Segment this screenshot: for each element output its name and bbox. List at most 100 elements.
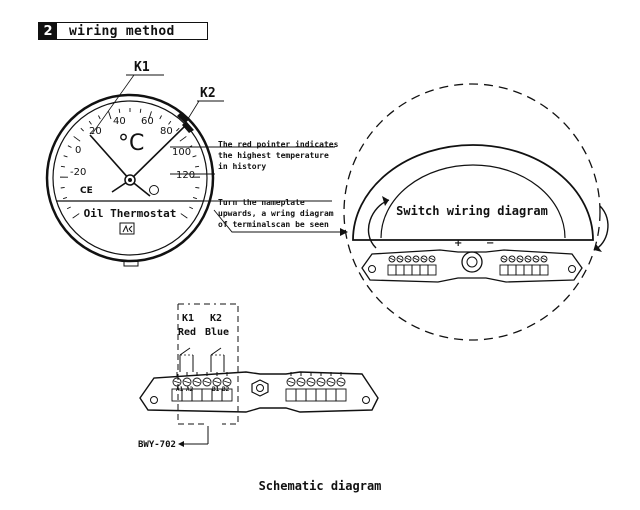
high-zone-mark	[182, 121, 194, 133]
schem-terminal-screw	[222, 377, 232, 387]
zoom-terminal-screw-slot	[421, 257, 427, 261]
zoom-terminal-screw-slot	[517, 257, 523, 261]
schem-terminal-screw	[296, 377, 306, 387]
zoom-terminal-screw	[540, 255, 548, 263]
schem-terminal-screw	[192, 377, 202, 387]
zoom-terminal-screw	[532, 255, 540, 263]
gauge-tick	[194, 165, 200, 168]
gauge-tick	[66, 206, 71, 210]
gauge-tick	[60, 165, 66, 168]
zoom-terminal-screw-slot	[501, 257, 507, 261]
schem-terminal-screw-slot	[287, 380, 295, 384]
gauge-tick	[63, 155, 68, 158]
schem-terminal-screw-slot	[297, 380, 305, 384]
gauge-tick	[98, 115, 101, 120]
schem-terminal-screw	[182, 377, 192, 387]
terminal-label-b1: B1	[212, 386, 220, 393]
gauge-tick	[189, 206, 194, 210]
zoom-terminal-screw	[396, 255, 404, 263]
minus-sign: −	[486, 238, 494, 249]
schem-terminal-cell	[221, 388, 233, 402]
gauge-scale-ticks	[59, 108, 201, 219]
zoom-terminal-screw	[500, 255, 508, 263]
schem-terminal-screw-slot	[337, 380, 345, 384]
section-title: wiring method	[69, 23, 175, 39]
unit-label: °C	[118, 131, 144, 156]
zoom-terminal-screw-slot	[541, 257, 547, 261]
zoom-terminal-screw	[388, 255, 396, 263]
terminal-plate	[361, 249, 583, 283]
gauge-tick	[192, 155, 197, 158]
k2-contact	[210, 347, 225, 372]
schem-terminal-screw	[172, 377, 182, 387]
hex-bolt-inner	[256, 384, 264, 392]
k1-color-label: Red	[178, 327, 196, 338]
gauge-tick	[180, 213, 188, 219]
schem-terminal-screw-slot	[213, 380, 221, 384]
zoom-terminal-screw-slot	[533, 257, 539, 261]
schem-terminal-cell	[285, 388, 297, 402]
gauge-name: Oil Thermostat	[84, 207, 177, 220]
schem-terminal-screw-slot	[193, 380, 201, 384]
hex-bolt	[251, 379, 269, 397]
k1-contact	[179, 347, 194, 372]
k2-color-label: Blue	[205, 327, 229, 338]
zoom-terminal-blocks	[387, 255, 549, 276]
schem-terminal-cell	[305, 388, 317, 402]
schem-terminal-screw-slot	[223, 380, 231, 384]
scale-label: 0	[75, 145, 81, 156]
center-bolt-inner	[466, 256, 478, 268]
gauge-tick	[139, 108, 142, 113]
zoom-terminal-cell	[419, 264, 429, 276]
schematic-caption: Schematic diagram	[259, 479, 382, 493]
scale-label: 20	[89, 126, 102, 137]
schem-terminal-screw	[212, 377, 222, 387]
schem-terminal-screw	[336, 377, 346, 387]
zoom-terminal-screw-slot	[525, 257, 531, 261]
pointer-hub-center	[128, 178, 132, 182]
zoom-terminal-cell	[403, 264, 413, 276]
schem-terminal-screw	[326, 377, 336, 387]
zoom-terminal-cell	[395, 264, 405, 276]
zoom-terminal-screw-slot	[397, 257, 403, 261]
scale-label: 60	[141, 116, 154, 127]
red-pointer-annotation: The red pointer indicates the highest te…	[170, 139, 339, 175]
schem-terminal-screw	[306, 377, 316, 387]
mount-hole	[568, 265, 576, 273]
schem-terminal-cell	[191, 388, 203, 402]
zoom-terminal-cell	[531, 264, 541, 276]
gauge-tick	[176, 127, 180, 132]
k2-pointer	[129, 125, 186, 181]
thermostat-gauge: -20 0 20 40 60 80 100 120 °C CE Oil Ther…	[45, 60, 224, 267]
zoom-terminal-screw-slot	[413, 257, 419, 261]
zoom-terminal-cell	[427, 264, 437, 276]
schematic-dashed-box	[177, 303, 239, 425]
scale-label: -20	[70, 167, 86, 178]
zoom-terminal-cell	[387, 264, 397, 276]
annotation-text: of terminalscan be seen	[218, 219, 329, 229]
gauge-tick	[73, 136, 81, 142]
schem-terminal-screw-slot	[317, 380, 325, 384]
zoom-terminal-screw-slot	[509, 257, 515, 261]
brand-logo-icon	[119, 222, 135, 235]
zoom-terminal-cell	[539, 264, 549, 276]
k1-pointer	[89, 134, 131, 181]
gauge-connector	[123, 260, 139, 267]
zoom-terminal-screw	[420, 255, 428, 263]
schem-terminal-screw-slot	[183, 380, 191, 384]
switch-arc-inner	[380, 164, 566, 239]
gauge-tick	[159, 115, 162, 120]
plus-sign: +	[454, 238, 462, 249]
terminal-label-a1: A1	[176, 386, 184, 393]
zoom-terminal-cell	[507, 264, 517, 276]
center-bolt	[461, 251, 483, 273]
section-number: 2	[39, 23, 57, 39]
gauge-tick	[148, 111, 152, 120]
mount-hole	[368, 265, 376, 273]
gauge-dial-ring	[52, 100, 208, 256]
terminal-label-a2: A2	[186, 386, 194, 393]
gauge-tick	[80, 127, 84, 132]
schem-terminal-screw-slot	[307, 380, 315, 384]
zoom-terminal-cell	[411, 264, 421, 276]
zoom-terminal-screw	[412, 255, 420, 263]
